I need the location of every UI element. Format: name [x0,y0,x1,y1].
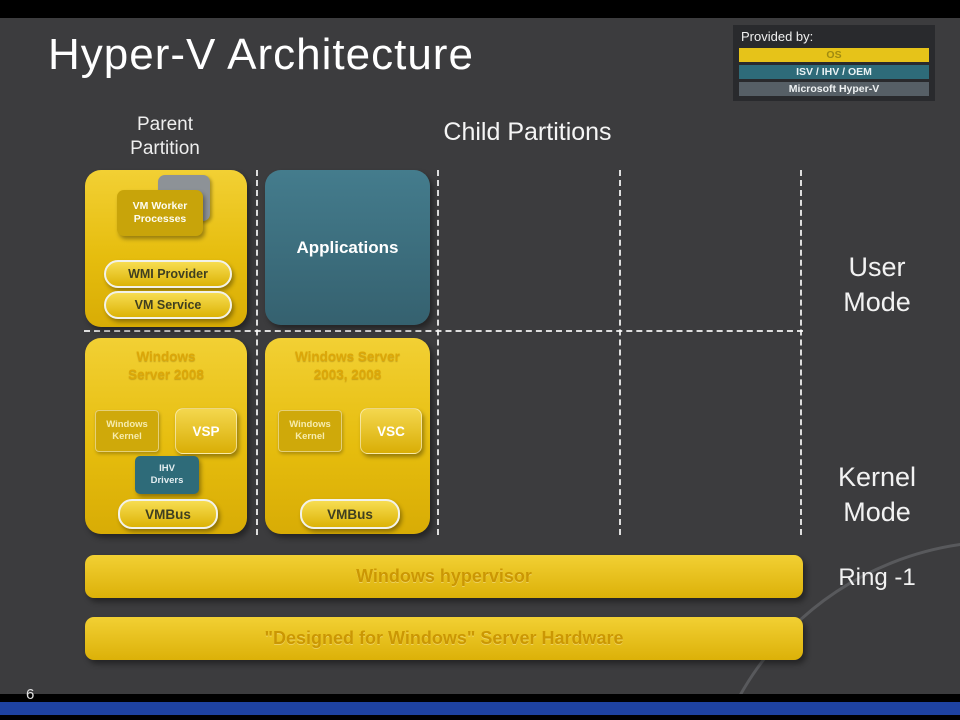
wmi-provider-box: WMI Provider [104,260,232,288]
vsp-box: VSP [175,408,237,454]
legend: Provided by: OS ISV / IHV / OEM Microsof… [733,25,935,101]
legend-item-isv-ihv-oem: ISV / IHV / OEM [739,65,929,79]
partition-divider-1 [256,170,258,535]
vsc-box: VSC [360,408,422,454]
letterbox-top [0,0,960,18]
parent-os-title: Windows Server 2008 [128,349,204,382]
child-partitions-header: Child Partitions [443,118,612,146]
mode-divider [84,330,803,332]
slide-title: Hyper-V Architecture [48,30,474,79]
applications-box: Applications [265,170,430,325]
windows-kernel-box-parent: Windows Kernel [95,410,159,452]
parent-partition-header: Parent Partition [130,114,200,159]
partition-divider-2 [437,170,439,535]
vmbus-box-parent: VMBus [118,499,218,529]
windows-hypervisor-bar: Windows hypervisor [85,555,803,598]
ihv-drivers-box: IHV Drivers [135,456,199,494]
vmbus-box-child: VMBus [300,499,400,529]
vm-service-box: VM Service [104,291,232,319]
applications-label: Applications [296,237,399,257]
user-mode-label: User Mode [843,252,911,318]
legend-item-microsoft-hyper-v: Microsoft Hyper-V [739,82,929,96]
partition-divider-3 [619,170,621,535]
child-os-title: Windows Server 2003, 2008 [295,349,400,382]
parent-user-mode-box: VM Worker Processes WMI Provider VM Serv… [85,170,247,327]
legend-title: Provided by: [741,29,814,44]
child-kernel-mode-box: Windows Server 2003, 2008 Windows Kernel… [265,338,430,534]
vm-worker-processes-box: VM Worker Processes [117,190,203,236]
slide-number: 6 [26,686,35,703]
bottom-blue-strip [0,702,960,715]
ring-minus-1-label: Ring -1 [838,564,916,591]
partition-divider-4 [800,170,802,535]
server-hardware-bar: "Designed for Windows" Server Hardware [85,617,803,660]
windows-kernel-box-child: Windows Kernel [278,410,342,452]
letterbox-bottom [0,694,960,720]
parent-kernel-mode-box: Windows Server 2008 Windows Kernel VSP I… [85,338,247,534]
kernel-mode-label: Kernel Mode [837,462,917,528]
legend-item-os: OS [739,48,929,62]
